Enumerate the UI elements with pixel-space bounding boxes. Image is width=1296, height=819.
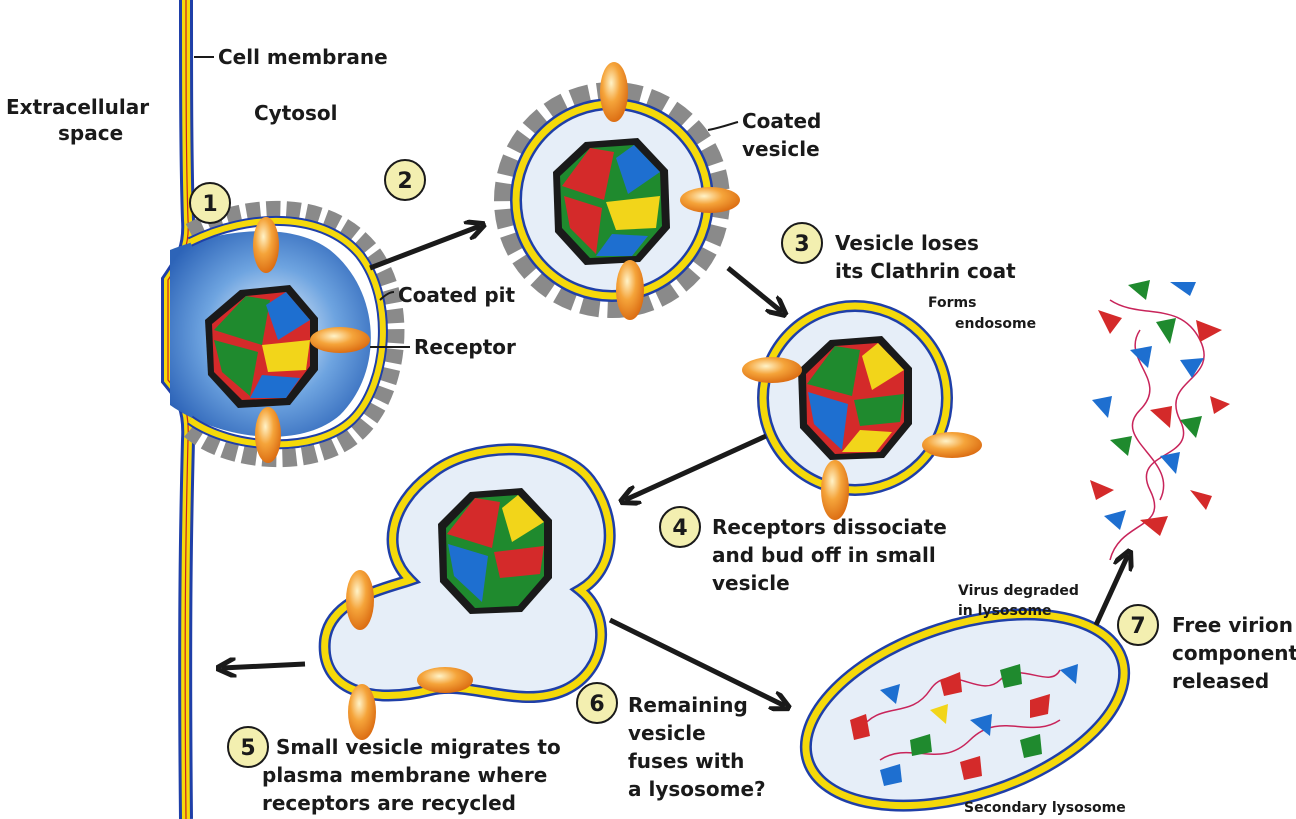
step-3-number: 3	[794, 232, 809, 257]
coated-pit	[170, 210, 395, 463]
step-7-line-1: Free virion	[1172, 613, 1293, 637]
step-5-line-3: receptors are recycled	[262, 791, 516, 815]
arrow-5-to-membrane	[222, 664, 305, 668]
coated-vesicle	[504, 62, 740, 320]
step-2-number: 2	[397, 169, 412, 194]
budding-vesicle	[325, 449, 610, 740]
receptor-shape	[310, 327, 370, 353]
label-coated-vesicle-1: Coated	[742, 109, 821, 133]
step-5-number: 5	[240, 736, 255, 761]
label-forms-endosome-2: endosome	[955, 316, 1036, 332]
step-7-line-3: released	[1172, 669, 1269, 693]
step-4-number: 4	[672, 516, 687, 541]
step-5-line-1: Small vesicle migrates to	[276, 735, 561, 759]
step-6-line-3: fuses with	[628, 749, 744, 773]
label-coated-pit: Coated pit	[398, 283, 515, 307]
label-cell-membrane: Cell membrane	[218, 45, 388, 69]
step-1: 1	[190, 183, 230, 223]
arrow-1-to-2	[370, 226, 480, 268]
receptor-shape	[253, 217, 279, 273]
step-4: 4 Receptors dissociate and bud off in sm…	[660, 507, 947, 595]
endosome	[742, 306, 982, 520]
step-5-line-2: plasma membrane where	[262, 763, 547, 787]
label-extracellular-2: space	[58, 121, 123, 145]
label-extracellular-1: Extracellular	[6, 95, 149, 119]
step-3-line-1: Vesicle loses	[835, 231, 979, 255]
step-6: 6 Remaining vesicle fuses with a lysosom…	[577, 683, 766, 801]
step-4-line-1: Receptors dissociate	[712, 515, 947, 539]
step-7-number: 7	[1130, 614, 1145, 639]
step-6-number: 6	[589, 692, 604, 717]
label-virus-degraded-2: in lysosome	[958, 603, 1052, 619]
step-3-line-2: its Clathrin coat	[835, 259, 1016, 283]
step-2: 2	[385, 160, 425, 200]
label-forms-endosome-1: Forms	[928, 295, 976, 311]
receptor-shape	[255, 407, 281, 463]
step-4-line-3: vesicle	[712, 571, 790, 595]
step-6-line-4: a lysosome?	[628, 777, 766, 801]
step-1-number: 1	[202, 192, 217, 217]
label-coated-vesicle-2: vesicle	[742, 137, 820, 161]
step-6-line-1: Remaining	[628, 693, 748, 717]
step-5: 5 Small vesicle migrates to plasma membr…	[228, 727, 561, 815]
step-7: 7 Free virion components released	[1118, 605, 1296, 693]
arrow-3-to-4	[625, 436, 766, 500]
step-7-line-2: components	[1172, 641, 1296, 665]
label-virus-degraded-1: Virus degraded	[958, 583, 1079, 599]
label-secondary-lysosome: Secondary lysosome	[964, 800, 1126, 816]
step-3: 3 Vesicle loses its Clathrin coat	[782, 223, 1016, 283]
free-virion-components	[1090, 280, 1230, 560]
arrow-2-to-3	[728, 268, 782, 312]
step-4-line-2: and bud off in small	[712, 543, 936, 567]
label-cytosol: Cytosol	[254, 101, 338, 125]
label-receptor: Receptor	[414, 335, 516, 359]
step-6-line-2: vesicle	[628, 721, 706, 745]
